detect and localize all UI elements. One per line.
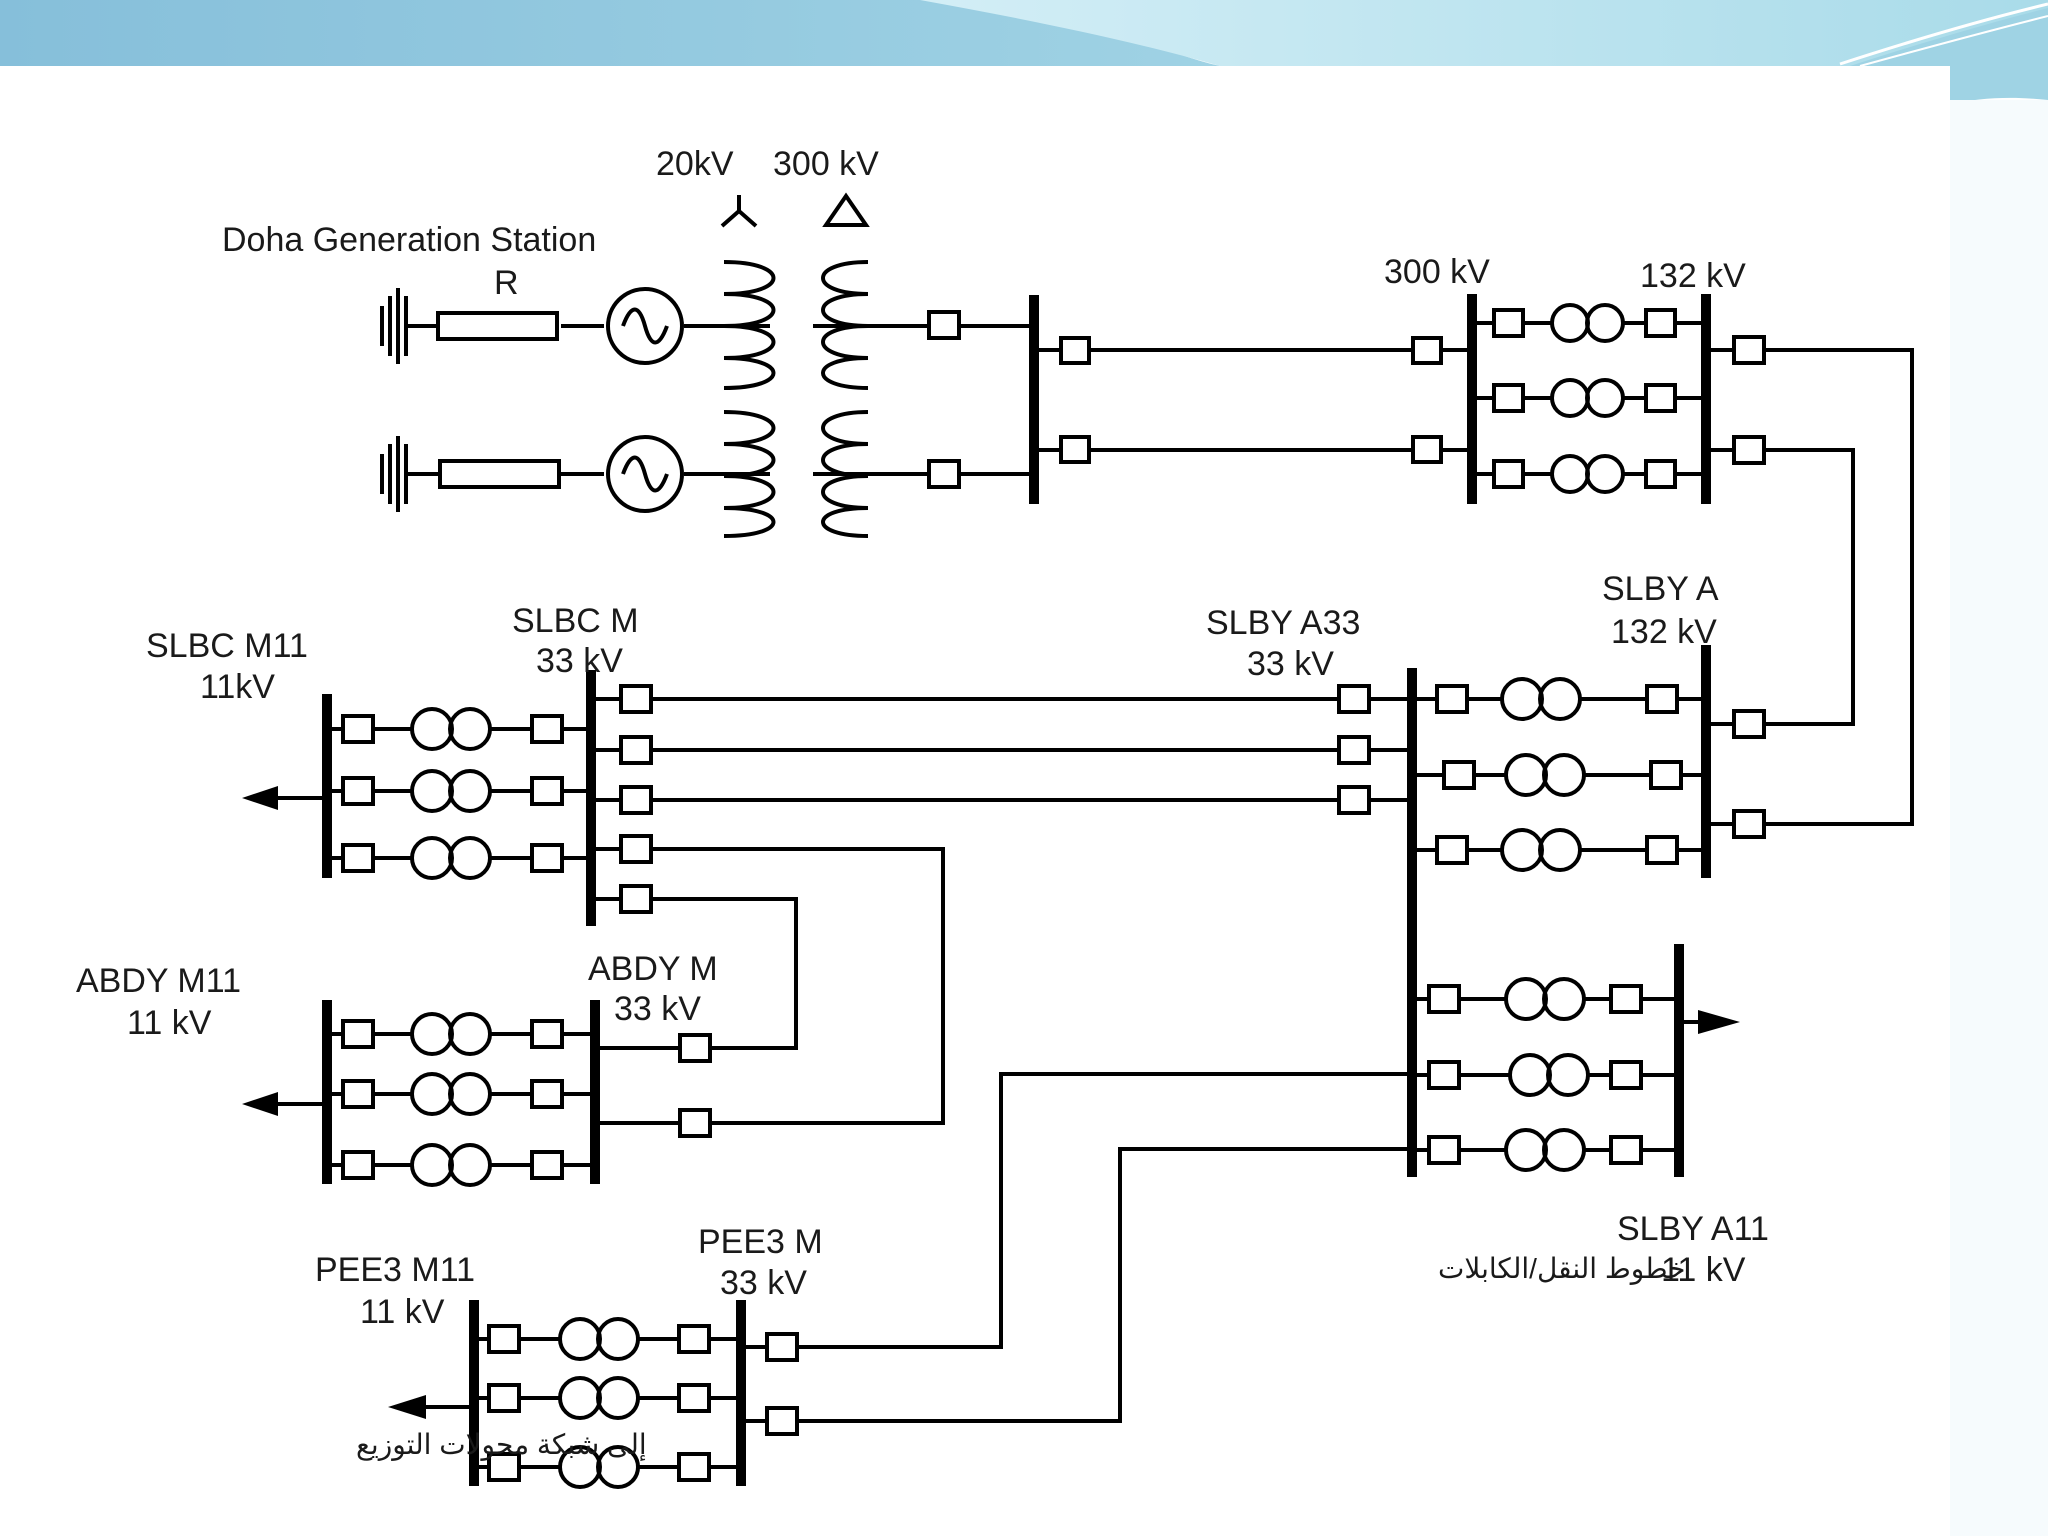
label-hv-voltage: 300 kV (773, 145, 879, 183)
label-slby-a33-name: SLBY A33 (1206, 604, 1360, 642)
transformer-windings-icon (723, 260, 869, 538)
label-slby-a-kv: 132 kV (1611, 613, 1717, 651)
resistor-icon (436, 311, 561, 489)
label-abdy-m11-name: ABDY M11 (76, 962, 241, 1000)
label-slbc-m11-name: SLBC M11 (146, 627, 308, 665)
label-slbc-m-kv: 33 kV (536, 642, 623, 680)
label-lines-cables: خطوط النقل/الكابلات (1438, 1253, 1686, 1285)
label-pee3-m-kv: 33 kV (720, 1264, 807, 1302)
label-132kv-bus: 132 kV (1640, 257, 1746, 295)
label-slbc-m-name: SLBC M (512, 602, 639, 640)
label-to-distribution: إلى شبكة محولات التوزيع (356, 1429, 647, 1461)
label-abdy-m11-kv: 11 kV (127, 1004, 212, 1042)
label-slby-a11-kv: 11 kV (1661, 1251, 1746, 1289)
label-slby-a33-kv: 33 kV (1247, 645, 1334, 683)
circuit-breaker-icon (341, 308, 1766, 1482)
label-pee3-m11-name: PEE3 M11 (315, 1251, 475, 1289)
label-slby-a-name: SLBY A (1602, 570, 1719, 608)
delta-symbol-icon (822, 192, 870, 227)
load-arrow-icon (242, 786, 1740, 1419)
transformer-icon (410, 303, 1625, 1489)
labels: 20kV 300 kV Doha Generation Station R 30… (76, 145, 1769, 1461)
label-lv-voltage: 20kV (656, 145, 734, 183)
label-station: Doha Generation Station (222, 221, 596, 259)
label-300kv-bus: 300 kV (1384, 253, 1490, 291)
busbars (322, 294, 1711, 1486)
label-abdy-m-name: ABDY M (588, 950, 718, 988)
ground-icon (380, 288, 412, 512)
label-pee3-m-name: PEE3 M (698, 1223, 823, 1261)
transmission-wires (270, 321, 1914, 1469)
wye-symbol-icon (720, 195, 758, 228)
label-abdy-m-kv: 33 kV (614, 990, 701, 1028)
generator-icon (606, 287, 684, 513)
label-slbc-m11-kv: 11kV (200, 668, 275, 706)
label-pee3-m11-kv: 11 kV (360, 1293, 445, 1331)
label-resistor: R (494, 264, 519, 302)
label-slby-a11-name: SLBY A11 (1617, 1210, 1769, 1248)
